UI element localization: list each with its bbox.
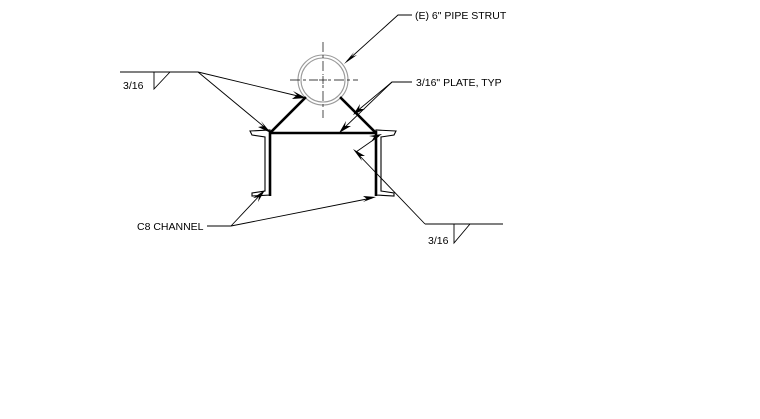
pipe-strut [290, 42, 358, 118]
weld-symbol-right [353, 134, 503, 245]
channel-leader [207, 190, 376, 227]
weld-symbol-left [120, 71, 306, 133]
plate-assembly [268, 96, 378, 135]
pipe-strut-label: (E) 6" PIPE STRUT [415, 10, 507, 22]
c8-channel-label: C8 CHANNEL [137, 221, 204, 233]
plate-leader [339, 81, 412, 133]
c8-channel-left [249, 129, 272, 197]
weld-size-right-label: 3/16 [428, 235, 449, 247]
pipe-strut-leader [344, 14, 412, 64]
plate-label: 3/16" PLATE, TYP [416, 77, 502, 89]
c8-channel-right [374, 129, 397, 197]
weld-size-left-label: 3/16 [123, 80, 144, 92]
